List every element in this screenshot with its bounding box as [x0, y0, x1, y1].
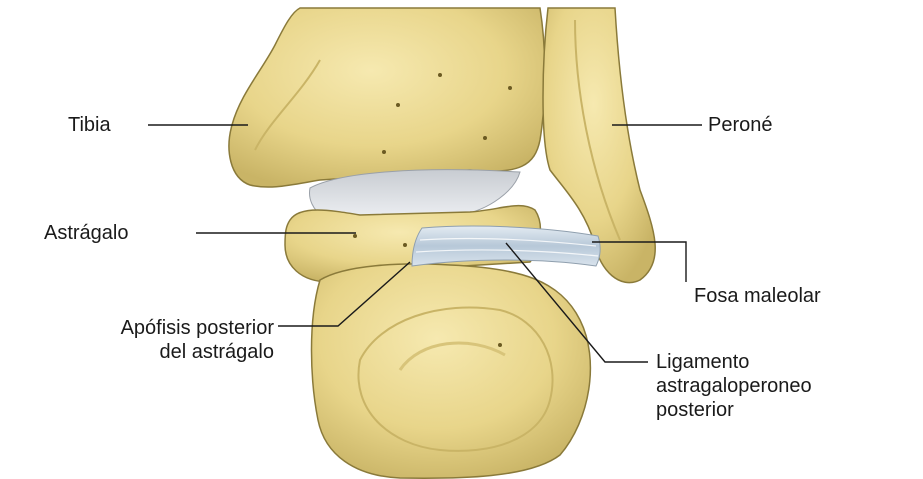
- label-fosa-maleolar: Fosa maleolar: [694, 284, 821, 308]
- calcaneo-bone: [312, 264, 591, 478]
- label-astragalo: Astrágalo: [44, 221, 129, 245]
- apofisis-line-2: del astrágalo: [6, 340, 274, 364]
- tibia-bone: [229, 8, 545, 187]
- ligamento-line-2: astragaloperoneo: [656, 374, 812, 398]
- label-apofisis-posterior: Apófisis posterior del astrágalo: [6, 316, 274, 364]
- ligamento-band: [412, 226, 600, 266]
- ligamento-line-1: Ligamento: [656, 350, 812, 374]
- apofisis-line-1: Apófisis posterior: [6, 316, 274, 340]
- ligamento-line-3: posterior: [656, 398, 812, 422]
- label-tibia: Tibia: [68, 113, 111, 137]
- label-ligamento: Ligamento astragaloperoneo posterior: [656, 350, 812, 422]
- label-perone: Peroné: [708, 113, 773, 137]
